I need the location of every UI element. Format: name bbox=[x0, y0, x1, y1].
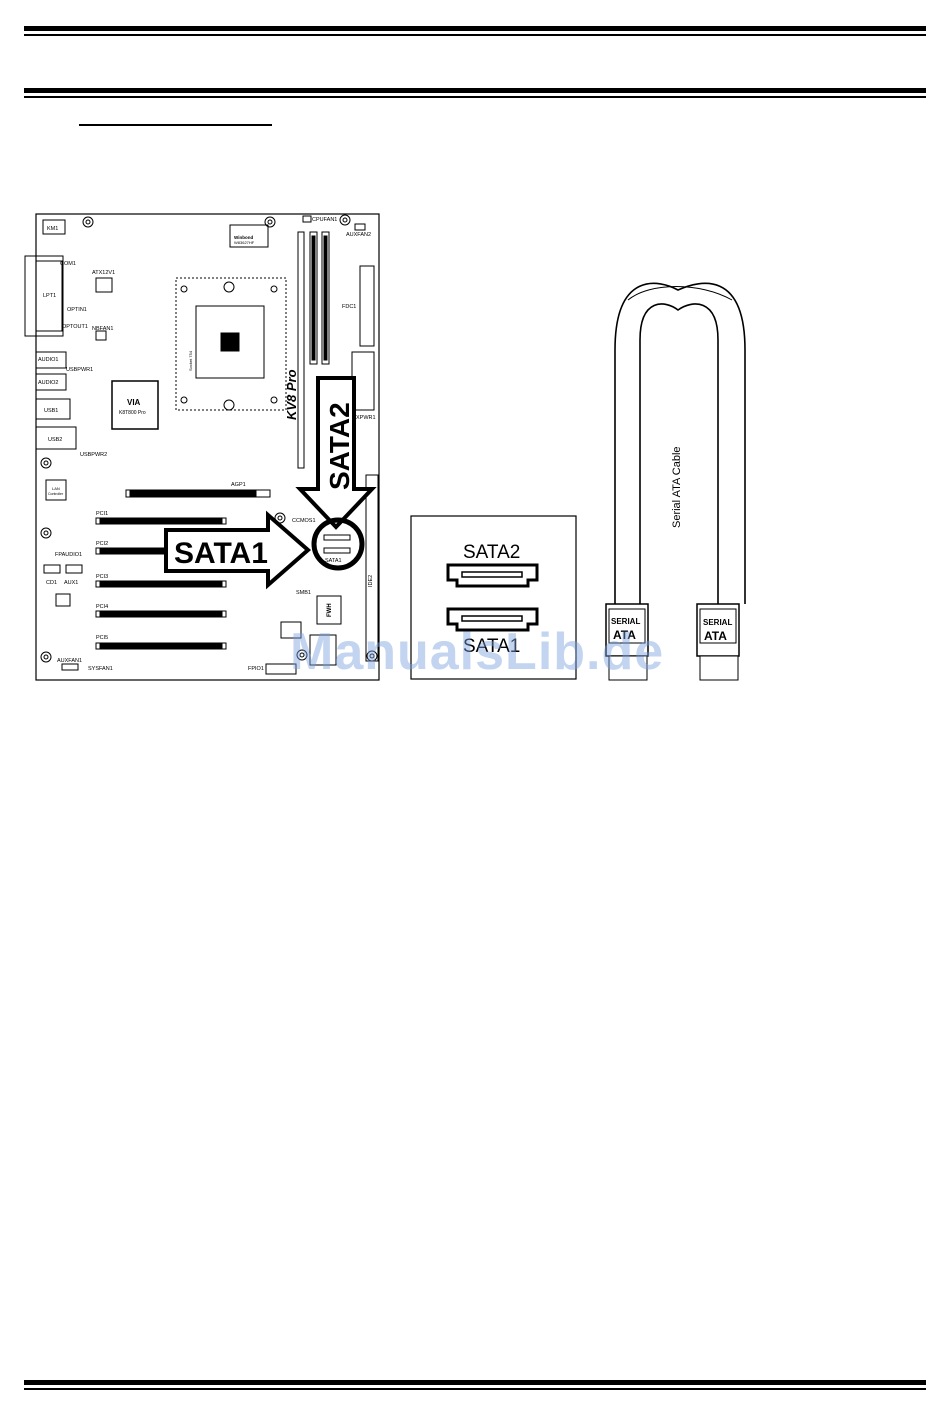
detail-sata1-label: SATA1 bbox=[463, 636, 520, 657]
atx12v1-label: ATX12V1 bbox=[92, 270, 115, 276]
top-rule bbox=[24, 26, 926, 36]
aux1-label: AUX1 bbox=[64, 580, 78, 586]
usb2-label: USB2 bbox=[48, 437, 62, 443]
lan-label: LAN bbox=[52, 486, 60, 491]
lan-sub-label: Controller bbox=[48, 492, 64, 496]
mounting-holes bbox=[40, 214, 378, 663]
heading-underline bbox=[79, 124, 272, 126]
ccmos1-label: CCMOS1 bbox=[292, 518, 316, 524]
pci4-label: PCI4 bbox=[96, 604, 108, 610]
section-rule bbox=[24, 88, 926, 98]
usbpwr1-label: USBPWR1 bbox=[66, 367, 93, 373]
audio2-label: AUDIO2 bbox=[38, 380, 58, 386]
winbond-label: Winbond bbox=[234, 235, 253, 240]
km1-label: KM1 bbox=[47, 226, 58, 232]
sata-connector-detail: SATA2 SATA1 bbox=[410, 515, 577, 680]
left-plug-line1: SERIAL bbox=[611, 617, 640, 626]
pci-slots bbox=[95, 517, 227, 650]
right-plug-line1: SERIAL bbox=[703, 618, 732, 627]
xpwr1-label: XPWR1 bbox=[356, 415, 376, 421]
auxfan1-label: AUXFAN1 bbox=[57, 658, 82, 664]
pci2-label: PCI2 bbox=[96, 541, 108, 547]
agp1-label: AGP1 bbox=[231, 482, 246, 488]
cd1-label: CD1 bbox=[46, 580, 57, 586]
sata2-callout-label: SATA2 bbox=[324, 402, 355, 490]
winbond-part-label: W83627HF bbox=[234, 240, 255, 245]
motherboard-diagram bbox=[24, 213, 380, 681]
optin1-label: OPTIN1 bbox=[67, 307, 87, 313]
usb1-label: USB1 bbox=[44, 408, 58, 414]
cpufan1-label: CPUFAN1 bbox=[312, 217, 337, 223]
com1-label: COM1 bbox=[60, 261, 76, 267]
sysfan1-label: SYSFAN1 bbox=[88, 666, 113, 672]
sata-highlight-circle bbox=[311, 517, 365, 571]
cable-label: Serial ATA Cable bbox=[671, 446, 683, 528]
pci1-label: PCI1 bbox=[96, 511, 108, 517]
serial-ata-cable: Serial ATA Cable SERIAL ATA SERIAL ATA bbox=[605, 282, 746, 681]
fpaudio1-label: FPAUDIO1 bbox=[55, 552, 82, 558]
sata2-callout-arrow: SATA2 bbox=[295, 376, 377, 530]
right-plug-line2: ATA bbox=[704, 629, 727, 643]
board-labels: KM1 COM1 LPT1 OPTIN1 OPTOUT1 ATX12V1 NBF… bbox=[38, 217, 376, 672]
left-plug-line2: ATA bbox=[613, 628, 636, 642]
optout1-label: OPTOUT1 bbox=[62, 324, 88, 330]
pci3-label: PCI3 bbox=[96, 574, 108, 580]
board-model-label: KV8 Pro bbox=[284, 369, 299, 420]
lpt1-label: LPT1 bbox=[43, 293, 56, 299]
bottom-rule bbox=[24, 1380, 926, 1390]
watermark-text: ManualsLib.de bbox=[290, 623, 665, 681]
sata1-callout-arrow: SATA1 bbox=[164, 510, 312, 590]
audio1-label: AUDIO1 bbox=[38, 357, 58, 363]
fdc1-label: FDC1 bbox=[342, 304, 356, 310]
sata1-callout-label: SATA1 bbox=[174, 537, 268, 570]
sata1-board-label: SATA1 bbox=[325, 558, 342, 564]
via-part-label: K8T800 Pro bbox=[119, 410, 146, 416]
ide2-label: IDE2 bbox=[368, 575, 374, 587]
auxfan2-label: AUXFAN2 bbox=[346, 232, 371, 238]
usbpwr2-label: USBPWR2 bbox=[80, 452, 107, 458]
fwh-label: FWH bbox=[327, 603, 333, 617]
pci5-label: PCI5 bbox=[96, 635, 108, 641]
smb1-label: SMB1 bbox=[296, 590, 311, 596]
detail-sata2-label: SATA2 bbox=[463, 542, 520, 563]
via-label: VIA bbox=[127, 398, 141, 407]
nbfan1-label: NBFAN1 bbox=[92, 326, 113, 332]
fpio1-label: FPIO1 bbox=[248, 666, 264, 672]
socket-label: Socket 754 bbox=[188, 350, 193, 371]
